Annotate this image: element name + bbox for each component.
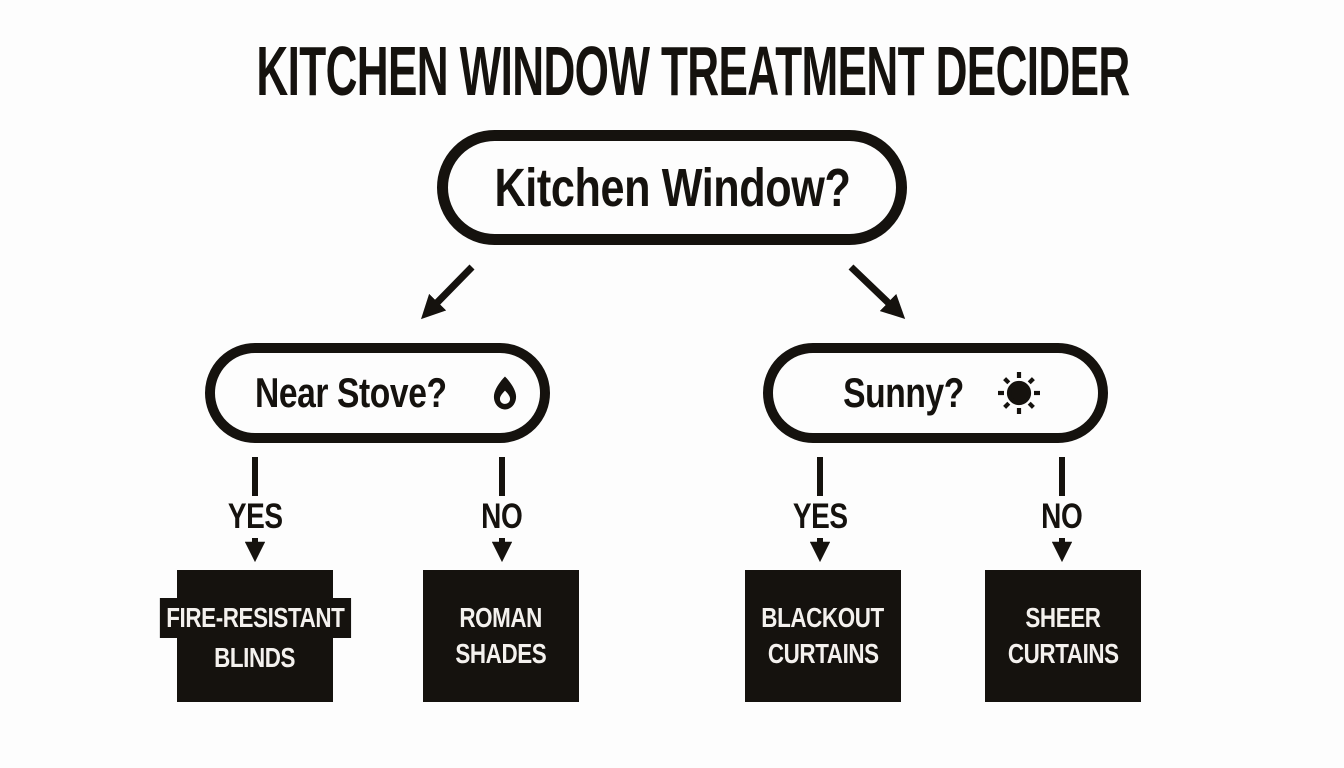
edge-label-sunny-no: NO — [1017, 499, 1107, 534]
edge-label-near-stove-yes: YES — [210, 499, 300, 534]
flame-icon — [494, 376, 517, 410]
node-near-stove: Near Stove? — [205, 343, 550, 443]
sun-icon — [998, 372, 1040, 414]
outcome-line: BLINDS — [214, 642, 296, 673]
edge-label-text: NO — [1041, 497, 1083, 536]
edge-root-to-sunny — [848, 264, 906, 319]
outcome-line: SHEER — [1025, 601, 1101, 633]
edge-label-near-stove-no: NO — [457, 499, 547, 534]
outcome-line: ROMAN — [459, 601, 543, 633]
outcome-fire-resistant-blinds: FIRE-RESISTANT BLINDS — [159, 570, 351, 702]
outcome-line: BLACKOUT — [761, 601, 885, 633]
outcome-line: FIRE-RESISTANT — [159, 597, 351, 638]
node-sunny-label: Sunny? — [843, 369, 964, 416]
edge-label-sunny-yes: YES — [775, 499, 865, 534]
node-near-stove-label: Near Stove? — [254, 369, 447, 416]
outcome-sheer-curtains: SHEER CURTAINS — [985, 570, 1141, 702]
outcome-blackout-curtains: BLACKOUT CURTAINS — [745, 570, 901, 702]
node-kitchen-window: Kitchen Window? — [437, 130, 907, 245]
edge-label-text: YES — [227, 497, 283, 536]
node-sunny: Sunny? — [763, 343, 1108, 443]
page-title-text: KITCHEN WINDOW TREATMENT DECIDER — [256, 32, 1130, 110]
outcome-line: CURTAINS — [767, 638, 879, 669]
outcome-line: SHADES — [455, 638, 547, 669]
edge-root-to-near-stove — [421, 264, 475, 320]
page-title: KITCHEN WINDOW TREATMENT DECIDER — [0, 36, 1344, 106]
outcome-roman-shades: ROMAN SHADES — [423, 570, 579, 702]
node-kitchen-window-label: Kitchen Window? — [494, 157, 850, 218]
outcome-line: CURTAINS — [1007, 638, 1119, 669]
edge-label-text: NO — [481, 497, 523, 536]
edge-label-text: YES — [792, 497, 848, 536]
